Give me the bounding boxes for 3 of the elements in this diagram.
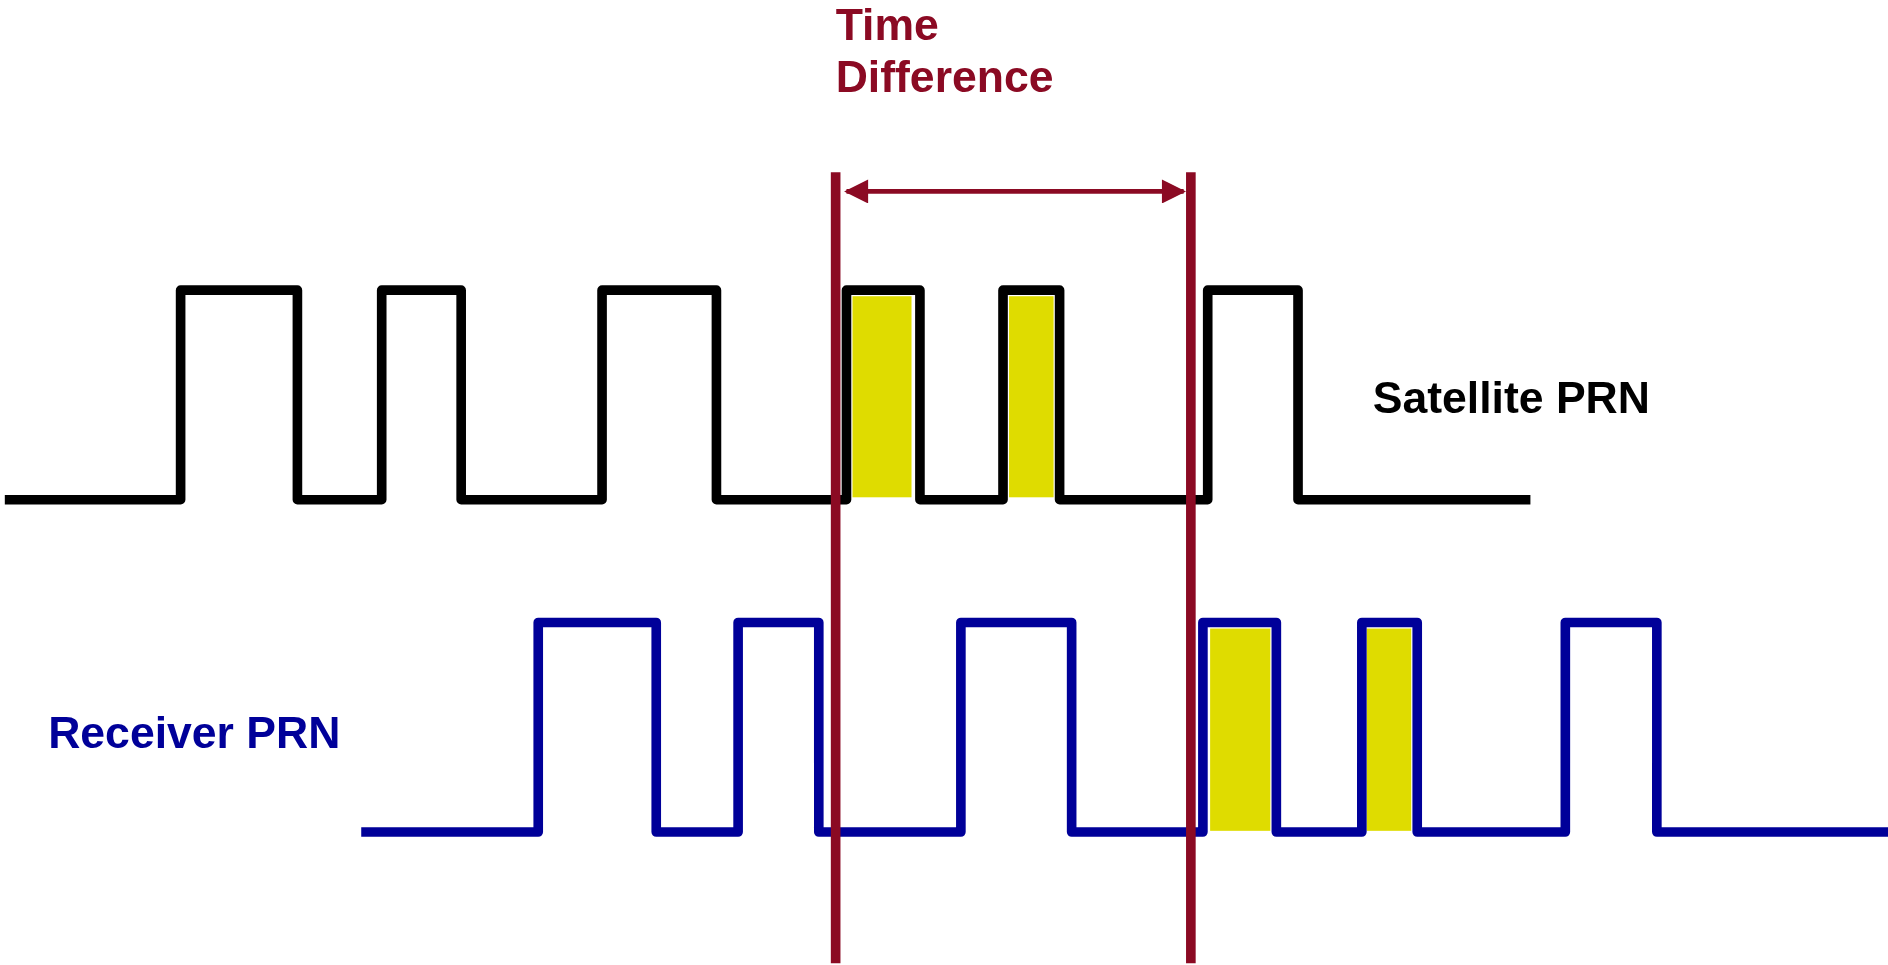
signal-label: Satellite PRN <box>1372 373 1650 425</box>
signal-label: Receiver PRN <box>48 708 341 760</box>
dimension-label: Time Difference <box>835 0 1055 103</box>
